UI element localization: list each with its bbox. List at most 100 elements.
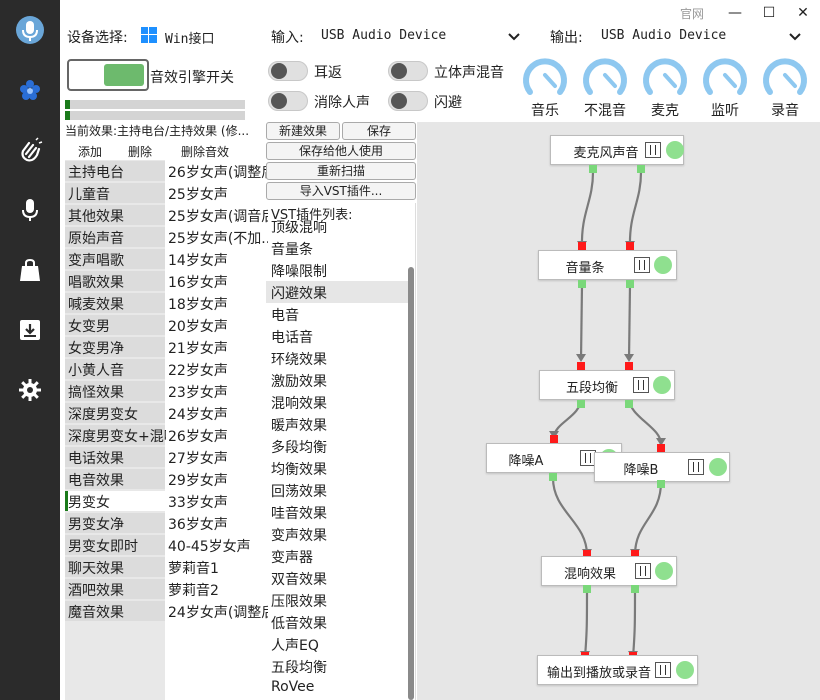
vst-plugin-item[interactable]: 闪避效果 bbox=[266, 281, 408, 303]
node-volume[interactable]: 音量条 bbox=[538, 250, 677, 280]
effect-category[interactable]: 儿童音 bbox=[68, 187, 110, 203]
effect-preset[interactable]: 萝莉音2 bbox=[168, 583, 219, 599]
vst-plugin-item[interactable]: 激励效果 bbox=[266, 369, 408, 391]
node-mic-input-settings-icon[interactable] bbox=[645, 142, 661, 158]
effect-category[interactable]: 变声唱歌 bbox=[68, 253, 124, 269]
node-reverb-out-port-r[interactable] bbox=[631, 585, 639, 593]
knob-record[interactable]: 录音 bbox=[760, 52, 810, 119]
maximize-button[interactable]: ☐ bbox=[762, 5, 776, 21]
effect-category[interactable]: 聊天效果 bbox=[68, 561, 124, 577]
node-output[interactable]: 输出到播放或录音 bbox=[537, 655, 698, 685]
minimize-button[interactable]: — bbox=[728, 5, 742, 21]
vst-plugin-item[interactable]: 音量条 bbox=[266, 237, 408, 259]
vst-plugin-item[interactable]: 压限效果 bbox=[266, 589, 408, 611]
effect-row[interactable]: 小黄人音 22岁女声 bbox=[65, 358, 265, 380]
knob-monitor[interactable]: 监听 bbox=[700, 52, 750, 119]
vst-plugin-item[interactable]: 环绕效果 bbox=[266, 347, 408, 369]
effect-chain-canvas[interactable]: 麦克风声音 音量条 五段均衡 降噪A 降噪B 混响效果 bbox=[417, 122, 820, 700]
node-denoise-b-status-indicator[interactable] bbox=[709, 458, 727, 476]
effect-category[interactable]: 魔音效果 bbox=[68, 605, 124, 621]
effect-category[interactable]: 男变女 bbox=[68, 495, 110, 511]
microphone-icon[interactable] bbox=[10, 190, 50, 230]
bag-icon[interactable] bbox=[10, 250, 50, 290]
add-effect-button[interactable]: 添加 bbox=[78, 145, 103, 159]
effect-preset[interactable]: 36岁女声 bbox=[168, 517, 228, 533]
toggle-stereo-mix[interactable] bbox=[388, 61, 428, 81]
microphone-logo-icon[interactable] bbox=[10, 10, 50, 50]
vst-plugin-item[interactable]: 人声EQ bbox=[266, 633, 408, 655]
effect-preset[interactable]: 33岁女声 bbox=[168, 495, 228, 511]
effect-preset[interactable]: 23岁女声 bbox=[168, 385, 228, 401]
clap-icon[interactable] bbox=[10, 130, 50, 170]
vst-list-scrollbar[interactable] bbox=[408, 267, 414, 700]
node-denoise-b-in-port[interactable] bbox=[657, 444, 665, 452]
node-eq5-settings-icon[interactable] bbox=[633, 377, 649, 393]
delete-effect-button[interactable]: 删除 bbox=[128, 145, 153, 159]
effect-category[interactable]: 男变女即时 bbox=[68, 539, 138, 555]
vst-plugin-item[interactable]: 均衡效果 bbox=[266, 457, 408, 479]
effect-category[interactable]: 男变女净 bbox=[68, 517, 124, 533]
save-button[interactable]: 保存 bbox=[342, 122, 416, 140]
official-site-link[interactable]: 官网 bbox=[679, 6, 704, 21]
vst-plugin-item[interactable]: 多段均衡 bbox=[266, 435, 408, 457]
vst-plugin-item[interactable]: 低音效果 bbox=[266, 611, 408, 633]
vst-plugin-item[interactable]: 顶级混响 bbox=[266, 215, 408, 237]
new-effect-button[interactable]: 新建效果 bbox=[266, 122, 340, 140]
import-vst-button[interactable]: 导入VST插件... bbox=[266, 182, 416, 200]
effect-row[interactable]: 深度男变女+混响26岁女声 bbox=[65, 424, 265, 446]
node-denoise-b-out-port[interactable] bbox=[657, 480, 665, 488]
gear-icon[interactable] bbox=[10, 370, 50, 410]
vst-plugin-item[interactable]: 回荡效果 bbox=[266, 479, 408, 501]
rescan-button[interactable]: 重新扫描 bbox=[266, 162, 416, 180]
effect-preset[interactable]: 24岁女声(调整后) bbox=[168, 605, 268, 621]
node-eq5[interactable]: 五段均衡 bbox=[539, 370, 675, 400]
node-eq-in-port-r[interactable] bbox=[625, 362, 633, 370]
effect-row[interactable]: 聊天效果 萝莉音1 bbox=[65, 556, 265, 578]
node-volume-settings-icon[interactable] bbox=[634, 257, 650, 273]
vst-plugin-item[interactable]: 双音效果 bbox=[266, 567, 408, 589]
effect-preset[interactable]: 20岁女声 bbox=[168, 319, 228, 335]
effect-category[interactable]: 酒吧效果 bbox=[68, 583, 124, 599]
vst-plugin-item[interactable]: 混响效果 bbox=[266, 391, 408, 413]
delete-sound-button[interactable]: 删除音效 bbox=[181, 145, 230, 159]
effect-category[interactable]: 女变男 bbox=[68, 319, 110, 335]
node-mic-input-status-indicator[interactable] bbox=[666, 141, 684, 159]
node-denoise-b[interactable]: 降噪B bbox=[594, 452, 730, 482]
node-volume-in-port-l[interactable] bbox=[578, 242, 586, 250]
effect-preset[interactable]: 26岁女声 bbox=[168, 429, 228, 445]
node-denoise-b-settings-icon[interactable] bbox=[688, 459, 704, 475]
close-button[interactable]: ✕ bbox=[797, 5, 809, 21]
effect-preset[interactable]: 22岁女声 bbox=[168, 363, 228, 379]
vst-plugin-item[interactable]: 电音 bbox=[266, 303, 408, 325]
effect-category[interactable]: 小黄人音 bbox=[68, 363, 124, 379]
vst-plugin-item[interactable]: 暖声效果 bbox=[266, 413, 408, 435]
effect-preset[interactable]: 25岁女声 bbox=[168, 187, 228, 203]
node-eq5-out-port-r[interactable] bbox=[625, 400, 633, 408]
effect-preset[interactable]: 萝莉音1 bbox=[168, 561, 219, 577]
node-output-settings-icon[interactable] bbox=[655, 662, 671, 678]
effect-row[interactable]: 男变女净 36岁女声 bbox=[65, 512, 265, 534]
node-volume-status-indicator[interactable] bbox=[654, 256, 672, 274]
node-volume-in-port-r[interactable] bbox=[626, 242, 634, 250]
engine-switch[interactable] bbox=[67, 59, 149, 91]
node-reverb-status-indicator[interactable] bbox=[655, 562, 673, 580]
node-denoise-a-out-port[interactable] bbox=[549, 473, 557, 481]
node-mic-out-port-l[interactable] bbox=[589, 165, 597, 173]
node-mic-input[interactable]: 麦克风声音 bbox=[550, 135, 684, 165]
effect-row[interactable]: 女变男 20岁女声 bbox=[65, 314, 265, 336]
vst-plugin-item[interactable]: 电话音 bbox=[266, 325, 408, 347]
effect-category[interactable]: 深度男变女 bbox=[68, 407, 138, 423]
node-reverb-in-port-l[interactable] bbox=[583, 550, 591, 558]
effect-preset[interactable]: 25岁女声(调音后) bbox=[168, 209, 268, 225]
effect-preset[interactable]: 18岁女声 bbox=[168, 297, 228, 313]
